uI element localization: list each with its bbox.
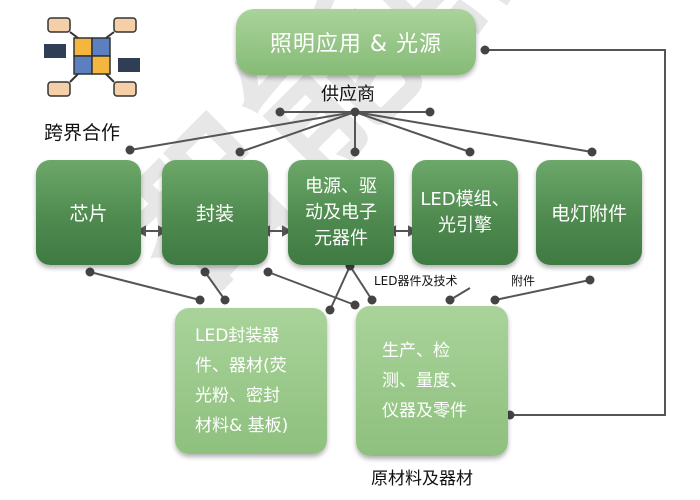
edge-label-attachment: 附件 <box>511 272 535 289</box>
raw-materials-caption: 原材料及器材 <box>371 464 473 489</box>
link-chip-ledpkg <box>90 272 200 300</box>
link-supplier-accessory <box>355 112 592 152</box>
puzzle-hands-icon <box>44 12 140 104</box>
production-testing-box: 生产、检 测、量度、 仪器及零件 <box>356 306 508 456</box>
led-module-box: LED模组、 光引擎 <box>412 160 518 265</box>
link-package-ledpkg <box>205 272 225 300</box>
lighting-source-box: 照明应用 & 光源 <box>236 9 476 75</box>
package-box: 封装 <box>162 160 268 265</box>
chip-box: 芯片 <box>36 160 141 265</box>
link-power-ledpkg <box>330 266 350 310</box>
edge-label-led-tech: LED器件及技术 <box>374 272 458 289</box>
logo-caption: 跨界合作 <box>44 118 120 145</box>
link-supplier-module <box>355 112 470 152</box>
link-accessory-production <box>495 280 590 300</box>
led-package-materials-box: LED封装器 件、器材(荧 光粉、密封 材料& 基板) <box>175 308 327 454</box>
link-supplier-package <box>240 112 355 152</box>
link-package-production <box>268 272 355 305</box>
link-supplier-chip <box>130 112 355 150</box>
lamp-accessory-box: 电灯附件 <box>536 160 642 265</box>
link-power-production <box>350 266 372 300</box>
power-driver-box: 电源、驱 动及电子 元器件 <box>288 160 394 265</box>
supplier-label: 供应商 <box>321 80 375 106</box>
